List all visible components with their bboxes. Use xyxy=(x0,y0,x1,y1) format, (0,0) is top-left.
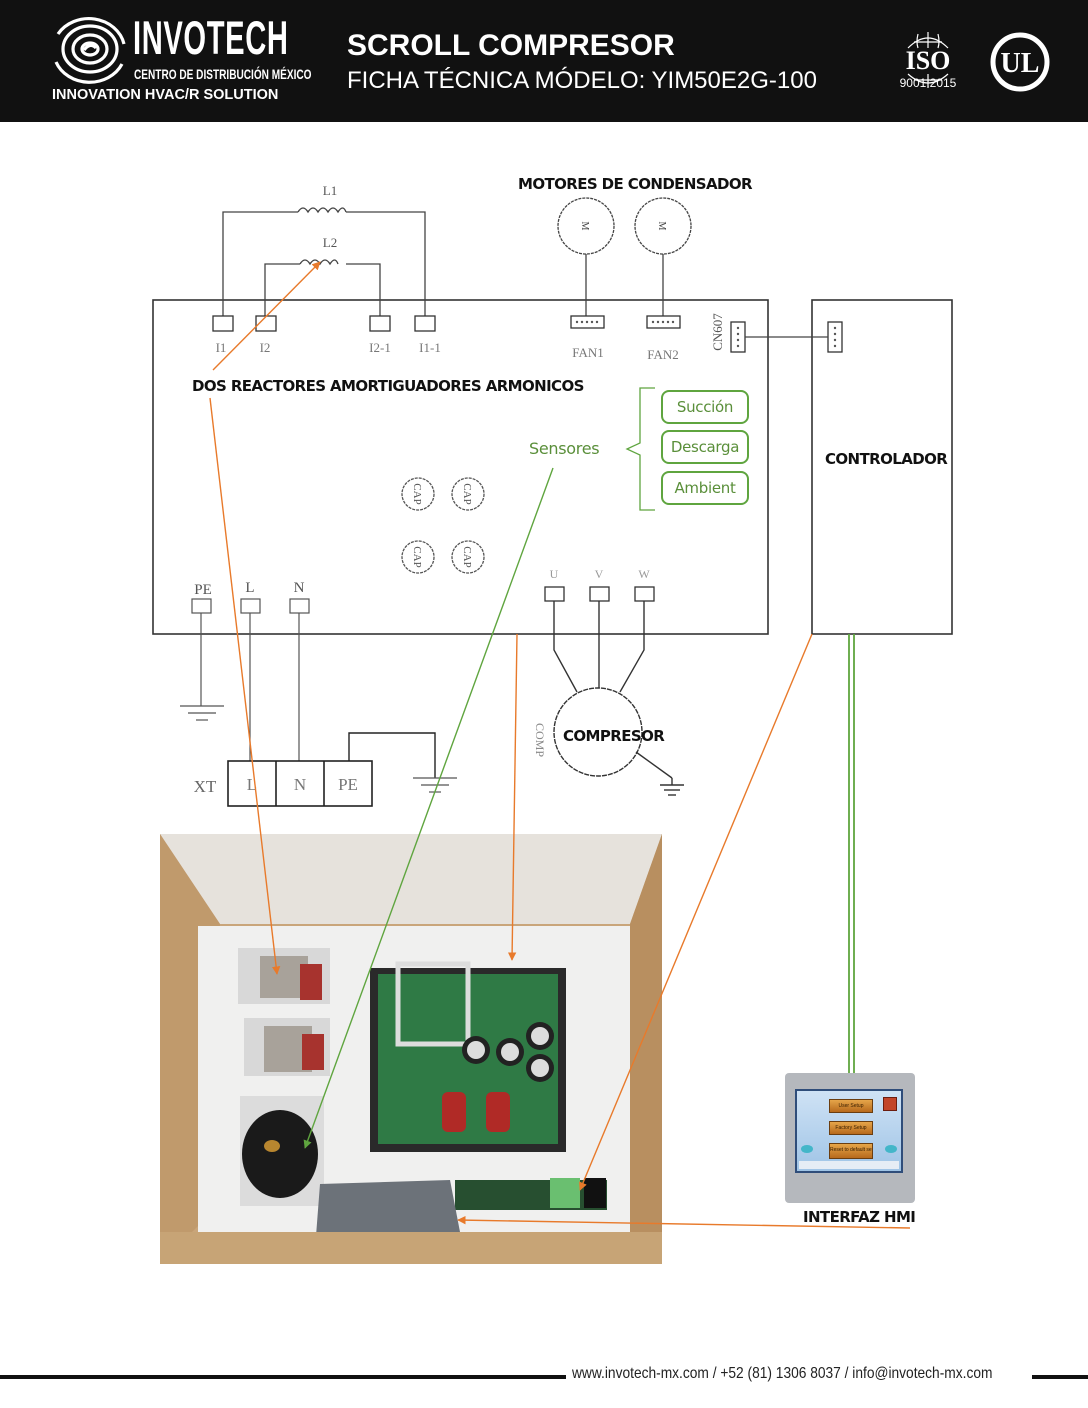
page-subtitle: FICHA TÉCNICA MÓDELO: YIM50E2G-100 xyxy=(347,67,817,94)
terminal-block-label: XT xyxy=(194,777,217,796)
terminal-i2-1-label: I2-1 xyxy=(369,340,391,355)
sensor-bracket xyxy=(625,387,655,511)
header-bar: INVOTECH CENTRO DE DISTRIBUCIÓN MÉXICO I… xyxy=(0,0,1088,122)
hmi-reset-button: Reset to default setup xyxy=(829,1143,873,1159)
power-terminal-l xyxy=(240,598,261,614)
compressor-label: COMPRESOR xyxy=(563,727,665,745)
terminal-i1-1-label: I1-1 xyxy=(419,340,441,355)
inductor-l1-label: L1 xyxy=(323,183,337,198)
fan-motors-label: MOTORES DE CONDENSADOR xyxy=(518,175,753,193)
power-terminal-n xyxy=(289,598,310,614)
hmi-device: User Setup Factory Setup Reset to defaul… xyxy=(785,1073,915,1203)
hmi-user-setup-button: User Setup xyxy=(829,1099,873,1113)
terminal-i1-label: I1 xyxy=(216,340,227,355)
phase-u-label: U xyxy=(550,567,559,581)
controller-connector xyxy=(827,321,843,353)
phase-u-terminal xyxy=(544,586,565,602)
iso-globe-icon: ISO xyxy=(906,32,951,88)
capacitor-label: CAP xyxy=(411,546,423,567)
inductor-l1-coil xyxy=(297,207,347,214)
reactors-annotation: DOS REACTORES AMORTIGUADORES ARMONICOS xyxy=(192,377,584,395)
terminal-i2-label: I2 xyxy=(260,340,271,355)
ul-certification-icon: UL xyxy=(990,32,1050,92)
capacitor-label: CAP xyxy=(461,546,473,567)
sensor-succion: Succión xyxy=(661,390,749,424)
sensors-label: Sensores xyxy=(529,439,600,458)
terminal-i1 xyxy=(212,315,234,332)
terminal-block-l: L xyxy=(247,775,257,794)
footer-divider-left xyxy=(0,1375,566,1379)
terminal-block-n: N xyxy=(294,775,306,794)
product-kit-photo xyxy=(160,834,662,1264)
phase-w-terminal xyxy=(634,586,655,602)
cn607-connector xyxy=(730,321,746,353)
invotech-spiral-logo-icon xyxy=(54,17,126,84)
inductor-l2-label: L2 xyxy=(323,235,337,250)
hmi-status-bar xyxy=(799,1161,899,1169)
hmi-right-icon xyxy=(885,1145,897,1153)
controller-label: CONTROLADOR xyxy=(825,450,948,468)
capacitor-label: CAP xyxy=(461,483,473,504)
sensor-descarga: Descarga xyxy=(661,430,749,464)
terminal-i1-1 xyxy=(414,315,436,332)
ul-label: UL xyxy=(1001,48,1040,79)
hmi-back-icon xyxy=(883,1097,897,1111)
phase-v-label: V xyxy=(595,567,604,581)
capacitor-label: CAP xyxy=(411,483,423,504)
fan-motor-2-symbol: M xyxy=(656,222,667,231)
fan1-label: FAN1 xyxy=(572,345,604,360)
hmi-screen: User Setup Factory Setup Reset to defaul… xyxy=(795,1089,903,1173)
fan-motor-1-symbol: M xyxy=(579,222,590,231)
fan2-label: FAN2 xyxy=(647,347,679,362)
terminal-block-pe: PE xyxy=(338,775,358,794)
sensor-ambient: Ambient xyxy=(661,471,749,505)
fan-motor-1-icon xyxy=(557,197,615,255)
fan-motor-2-icon xyxy=(634,197,692,255)
brand-name: INVOTECH xyxy=(133,11,289,64)
iso-label: ISO xyxy=(906,46,951,75)
controller-box xyxy=(811,299,953,635)
terminal-i2-1 xyxy=(369,315,391,332)
iso-standard: 9001:2015 xyxy=(899,76,957,90)
brand-tagline: INNOVATION HVAC/R SOLUTION xyxy=(52,87,279,103)
hmi-left-icon xyxy=(801,1145,813,1153)
cn607-label: CN607 xyxy=(710,313,725,351)
compressor-side-label: COMP xyxy=(533,723,547,757)
hmi-factory-setup-button: Factory Setup xyxy=(829,1121,873,1135)
phase-v-terminal xyxy=(589,586,610,602)
footer-divider-right xyxy=(1032,1375,1088,1379)
inductor-l2-coil xyxy=(299,259,339,266)
power-terminal-l-label: L xyxy=(245,580,254,596)
footer-contact: www.invotech-mx.com / +52 (81) 1306 8037… xyxy=(572,1365,993,1382)
hmi-label: INTERFAZ HMI xyxy=(803,1208,916,1226)
power-terminal-pe-label: PE xyxy=(194,582,212,598)
terminal-i2 xyxy=(255,315,277,332)
power-terminal-pe xyxy=(191,598,212,614)
page-title: SCROLL COMPRESOR xyxy=(347,29,675,62)
phase-w-label: W xyxy=(638,567,650,581)
brand-subtitle: CENTRO DE DISTRIBUCIÓN MÉXICO xyxy=(134,66,312,82)
power-terminal-n-label: N xyxy=(294,580,305,596)
